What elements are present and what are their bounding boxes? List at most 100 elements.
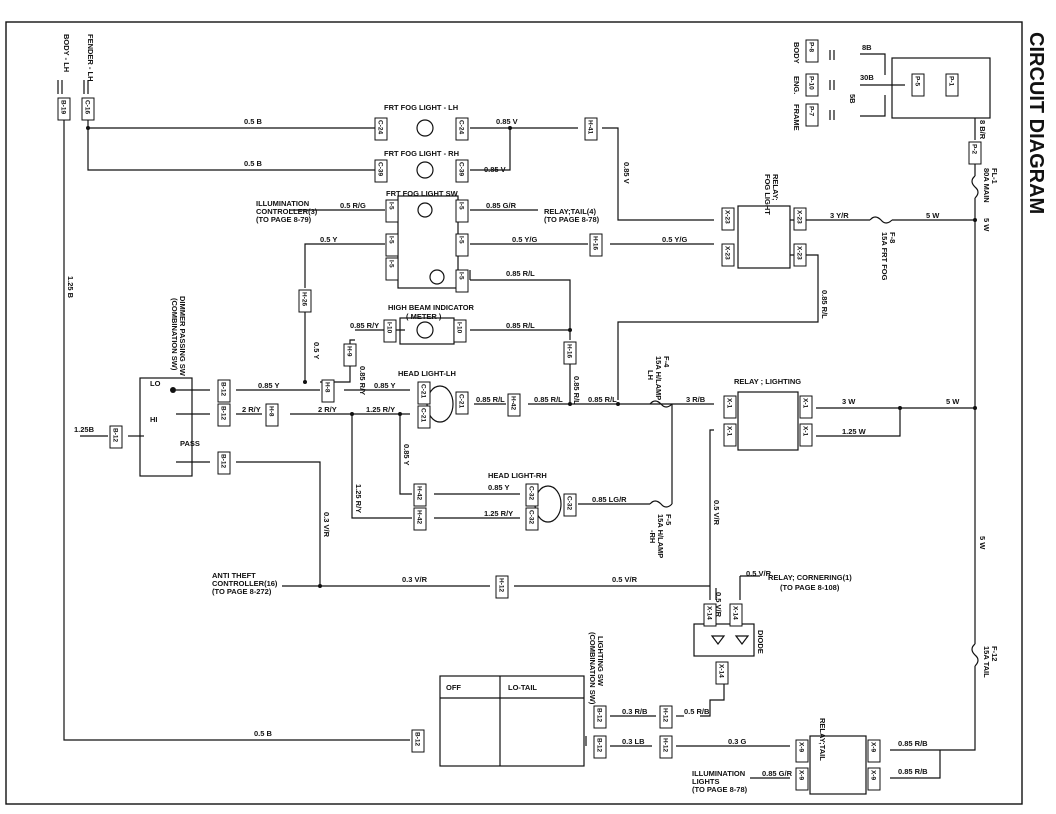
label-wires-w03vr-a: 0.3 V/R xyxy=(402,575,428,584)
label-components-meter: ( METER ) xyxy=(406,312,442,321)
connector-x14a: X-14 xyxy=(703,603,717,627)
label-components-lo: LO xyxy=(150,379,161,388)
connector-h16a: H-16 xyxy=(589,233,603,257)
lighting-switch-box xyxy=(439,675,585,767)
connector-label: P-10 xyxy=(808,76,815,90)
label-components-lighting-sw-1: LIGHTING SW xyxy=(596,636,605,687)
connector-i5d: I-5 xyxy=(455,233,469,257)
connector-x9c: X-9 xyxy=(795,767,809,791)
label-components-relay-tail-ref-1: RELAY;TAIL(4) xyxy=(544,207,596,216)
label-wires-w125ry-b: 1.25 R/Y xyxy=(484,509,513,518)
label-wires-w3yr: 3 Y/R xyxy=(830,211,849,220)
connector-label: C-21 xyxy=(420,408,427,422)
label-components-fog-rh: FRT FOG LIGHT - RH xyxy=(384,149,459,158)
label-wires-w05vr-d: 0.5 V/R xyxy=(714,592,723,618)
label-components-relay-fog-1: RELAY; xyxy=(771,174,780,201)
connector-h42c: H-42 xyxy=(413,507,427,531)
label-components-fog-lh: FRT FOG LIGHT - LH xyxy=(384,103,458,112)
connector-label: H-8 xyxy=(324,382,331,393)
label-wires-w05b-a: 0.5 B xyxy=(244,117,263,126)
label-wires-w125b-a: 1.25 B xyxy=(66,276,75,299)
diode-box xyxy=(693,623,755,657)
label-wires-w085rl-g: 0.85 R/L xyxy=(572,376,581,405)
connector-label: C-32 xyxy=(528,486,535,500)
label-components-hi: HI xyxy=(150,415,158,424)
label-components-anti-theft-1: ANTI THEFT xyxy=(212,571,256,580)
fog-switch-lamp-icon xyxy=(417,202,433,218)
connector-label: B-12 xyxy=(596,708,603,722)
connector-h12c: H-12 xyxy=(659,735,673,759)
connector-h41: H-41 xyxy=(584,117,598,141)
connector-label: H-12 xyxy=(662,708,669,722)
connector-x1c: X-1 xyxy=(723,423,737,447)
label-components-eng: ENG. xyxy=(792,76,801,94)
label-wires-w085lgr: 0.85 LG/R xyxy=(592,495,627,504)
label-wires-w085rl-c: 0.85 R/L xyxy=(476,395,505,404)
connector-label: H-26 xyxy=(301,292,308,306)
connector-label: X-14 xyxy=(718,664,725,678)
label-wires-w05rb: 0.5 R/B xyxy=(684,707,710,716)
connector-label: B-12 xyxy=(220,454,227,468)
connector-label: H-16 xyxy=(592,236,599,250)
connector-label: I-5 xyxy=(388,202,395,210)
connector-label: X-23 xyxy=(724,210,731,224)
label-wires-w03vr-b: 0.3 V/R xyxy=(322,512,331,538)
junction-dots xyxy=(86,126,977,588)
battery-box xyxy=(891,57,991,119)
label-wires-w085y-b: 0.85 Y xyxy=(374,381,396,390)
fuse-symbols xyxy=(649,175,979,667)
connector-x14b: X-14 xyxy=(729,603,743,627)
connector-p10: P-10 xyxy=(805,73,819,97)
connector-label: H-12 xyxy=(662,738,669,752)
connector-label: I-5 xyxy=(458,236,465,244)
connector-label: I-10 xyxy=(456,322,463,334)
connector-label: B-19 xyxy=(60,100,67,114)
label-components-anti-theft-3: (TO PAGE 8-272) xyxy=(212,587,272,596)
connector-x23c: X-23 xyxy=(721,243,735,267)
connector-i5b: I-5 xyxy=(455,199,469,223)
label-fuses-fl1-1: FL-1 xyxy=(990,168,999,184)
connector-i5a: I-5 xyxy=(385,199,399,223)
connector-label: H-16 xyxy=(566,344,573,358)
connector-c21a: C-21 xyxy=(417,381,431,405)
fog-rh-bulb-icon xyxy=(416,161,434,179)
label-wires-w5w-a: 5 W xyxy=(926,211,940,220)
connector-label: I-10 xyxy=(386,322,393,334)
head-rh-lamp-icon xyxy=(534,485,562,523)
connector-label: P-1 xyxy=(948,76,955,87)
body-ground-wire xyxy=(63,100,410,741)
label-components-body: BODY xyxy=(792,42,801,64)
label-wires-w05yg-b: 0.5 Y/G xyxy=(662,235,687,244)
connector-i5f: I-5 xyxy=(455,269,469,293)
connector-label: C-32 xyxy=(566,496,573,510)
connector-h8a: H-8 xyxy=(321,379,335,403)
label-components-illum-ctrl-3: (TO PAGE 8-79) xyxy=(256,215,312,224)
connector-label: H-9 xyxy=(346,346,353,357)
label-wires-w05vr-b: 0.5 V/R xyxy=(746,569,772,578)
connector-b12c: B-12 xyxy=(109,425,123,449)
connector-c21b: C-21 xyxy=(417,405,431,429)
connector-b12e: B-12 xyxy=(593,705,607,729)
tail-relay-box xyxy=(809,735,867,795)
label-wires-w085rb-a: 0.85 R/B xyxy=(898,739,928,748)
connector-label: P-7 xyxy=(808,106,815,117)
label-components-dimmer-1: DIMMER PASSING SW xyxy=(178,296,187,377)
connector-x1b: X-1 xyxy=(799,395,813,419)
label-wires-w125ry-a: 1.25 R/Y xyxy=(366,405,395,414)
label-wires-w5w-d: 5 W xyxy=(978,536,987,550)
label-wires-w085v-b: 0.85 V xyxy=(484,165,506,174)
label-wires-w085rl-e: 0.85 R/L xyxy=(588,395,617,404)
label-wires-w03g: 0.3 G xyxy=(728,737,747,746)
label-components-lo-tail: LO-TAIL xyxy=(508,683,537,692)
label-components-diode: DIODE xyxy=(756,630,765,654)
label-fuses-f4-2: 15A H/LAMP xyxy=(654,356,663,400)
label-wires-w05y-a: 0.5 Y xyxy=(320,235,337,244)
connector-label: X-9 xyxy=(798,742,805,753)
label-wires-w085rl-d: 0.85 R/L xyxy=(534,395,563,404)
connector-label: X-1 xyxy=(802,426,809,437)
label-components-cornering-2: (TO PAGE 8-108) xyxy=(780,583,840,592)
label-wires-w5b: 5B xyxy=(848,94,857,104)
